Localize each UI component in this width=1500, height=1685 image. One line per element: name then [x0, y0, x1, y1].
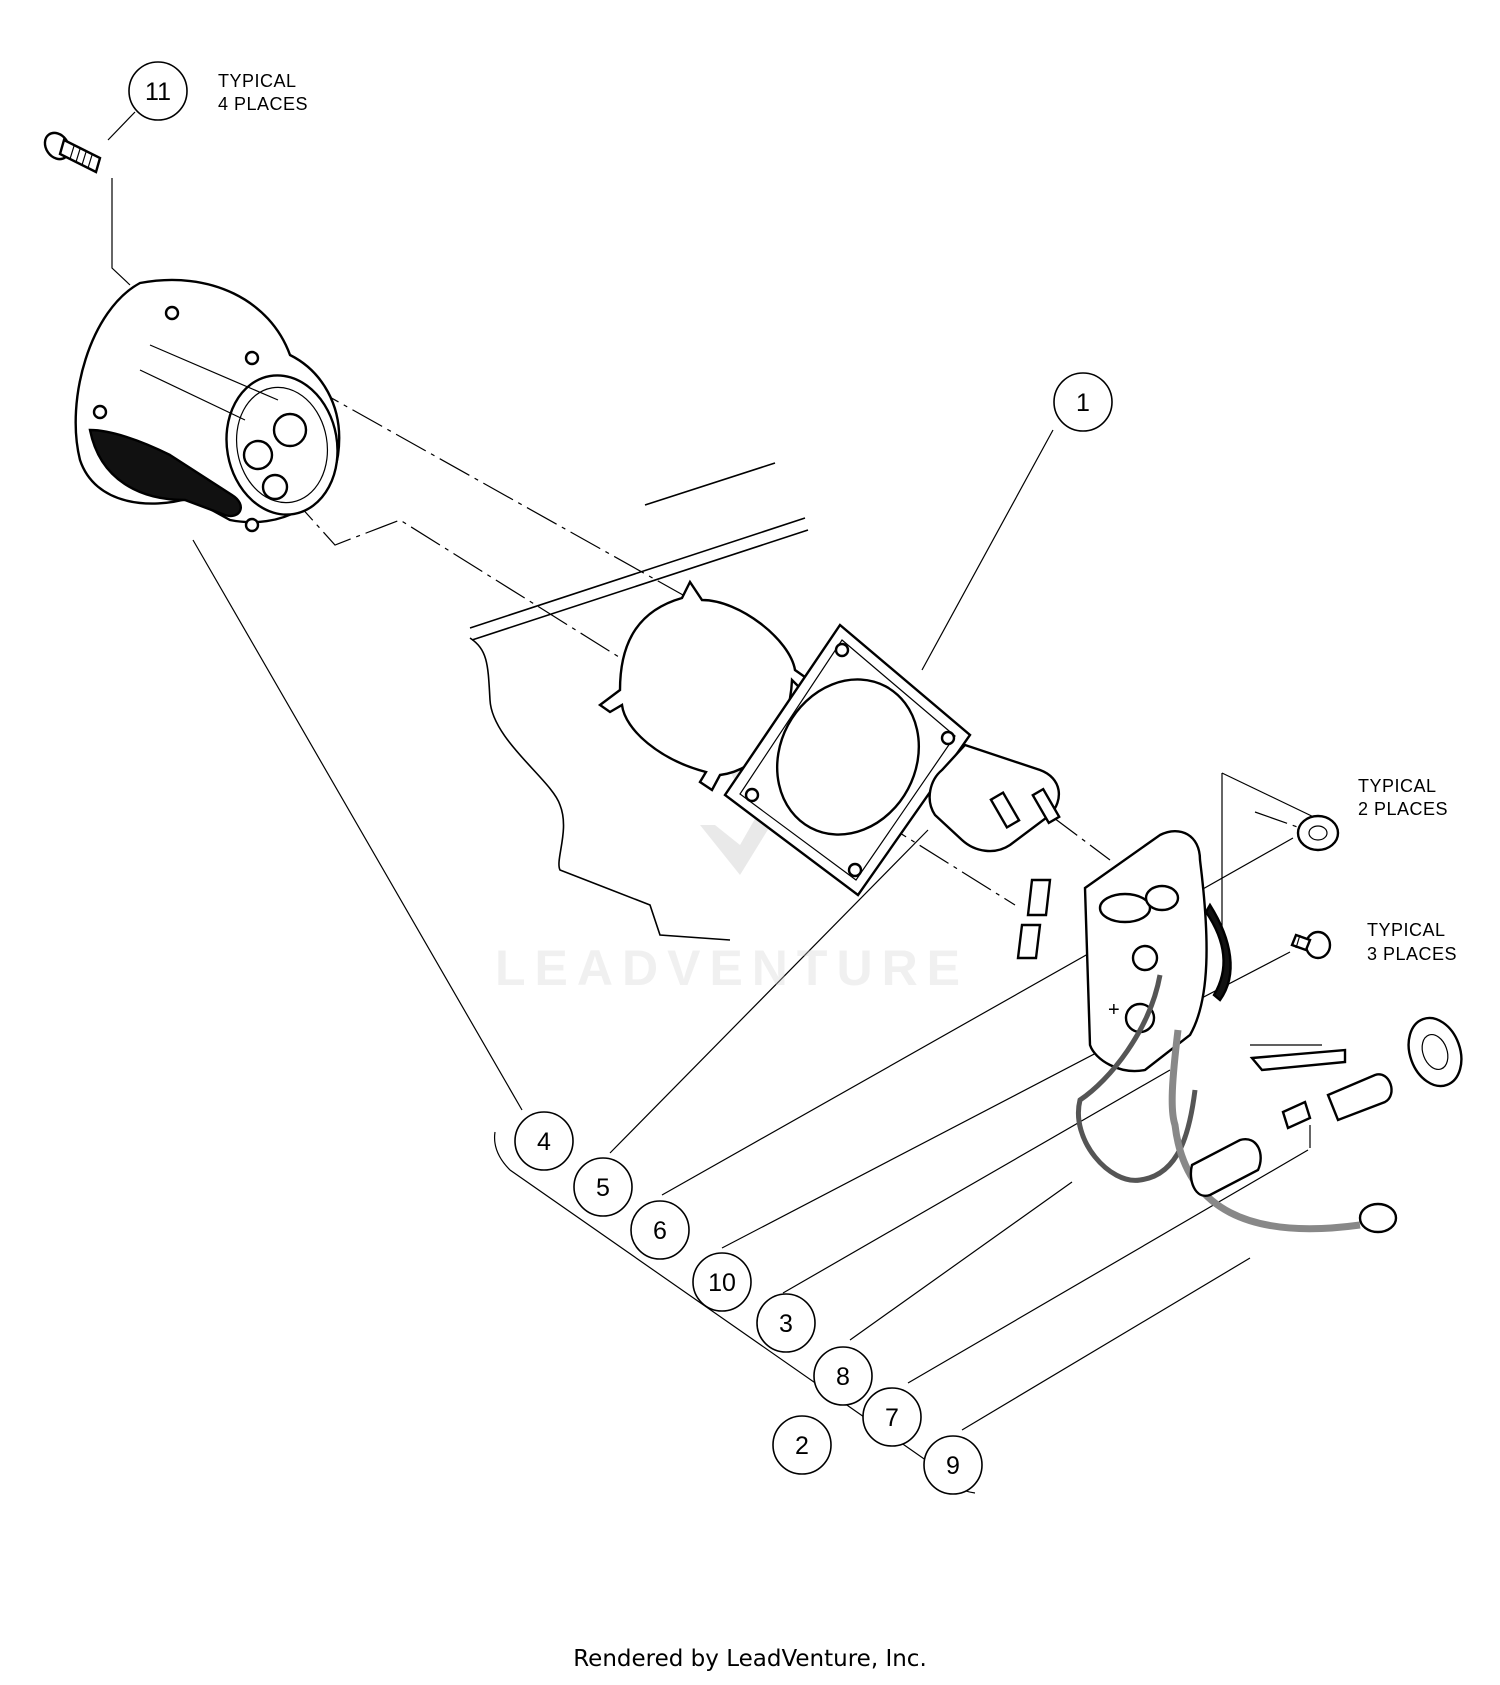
note-typical-4-places: TYPICAL 4 PLACES [218, 71, 308, 114]
svg-text:4: 4 [537, 1128, 551, 1156]
svg-text:3 PLACES: 3 PLACES [1367, 944, 1457, 964]
svg-text:+: + [1108, 999, 1120, 1021]
callout-9: 9 [923, 1435, 983, 1495]
svg-text:5: 5 [596, 1174, 610, 1202]
nut-part [1296, 814, 1340, 852]
footer-credit: Rendered by LeadVenture, Inc. [573, 1646, 927, 1672]
note-typical-2-places: TYPICAL 2 PLACES [1358, 776, 1448, 819]
round-mounting-plate [597, 579, 814, 792]
svg-text:TYPICAL: TYPICAL [1358, 776, 1437, 796]
svg-text:11: 11 [145, 78, 171, 106]
note-typical-3-places: TYPICAL 3 PLACES [1367, 920, 1457, 964]
receptacle-base: + [1016, 830, 1232, 1073]
svg-text:9: 9 [946, 1452, 960, 1480]
svg-text:1: 1 [1076, 389, 1090, 417]
svg-text:TYPICAL: TYPICAL [218, 71, 297, 91]
svg-text:TYPICAL: TYPICAL [1367, 920, 1446, 940]
callout-5: 5 [573, 1157, 633, 1217]
circuit-breaker [928, 743, 1061, 853]
callout-7: 7 [862, 1387, 922, 1447]
callout-1: 1 [1053, 372, 1113, 432]
body-panel [469, 462, 809, 941]
callout-10: 10 [692, 1252, 752, 1312]
svg-text:2: 2 [795, 1432, 809, 1460]
svg-text:2 PLACES: 2 PLACES [1358, 799, 1448, 819]
svg-text:7: 7 [885, 1404, 899, 1432]
svg-text:3: 3 [779, 1310, 793, 1338]
fuse-connector [1189, 1016, 1463, 1197]
svg-text:6: 6 [653, 1217, 667, 1245]
square-gasket [723, 623, 972, 897]
svg-text:10: 10 [708, 1269, 736, 1297]
callout-4: 4 [514, 1111, 574, 1171]
svg-text:4 PLACES: 4 PLACES [218, 94, 308, 114]
center-lines [177, 311, 1321, 906]
callout-8: 8 [813, 1346, 873, 1406]
callout-3: 3 [756, 1293, 816, 1353]
screw-10 [1290, 930, 1332, 960]
watermark-text: LEADVENTURE [495, 940, 969, 996]
screw-11 [43, 131, 102, 174]
callout-6: 6 [630, 1200, 690, 1260]
svg-text:8: 8 [836, 1363, 850, 1391]
wire-harness [1076, 974, 1398, 1234]
charger-receptacle-housing [74, 278, 341, 533]
callout-11: 11 [128, 61, 188, 121]
callout-2: 2 [772, 1415, 832, 1475]
